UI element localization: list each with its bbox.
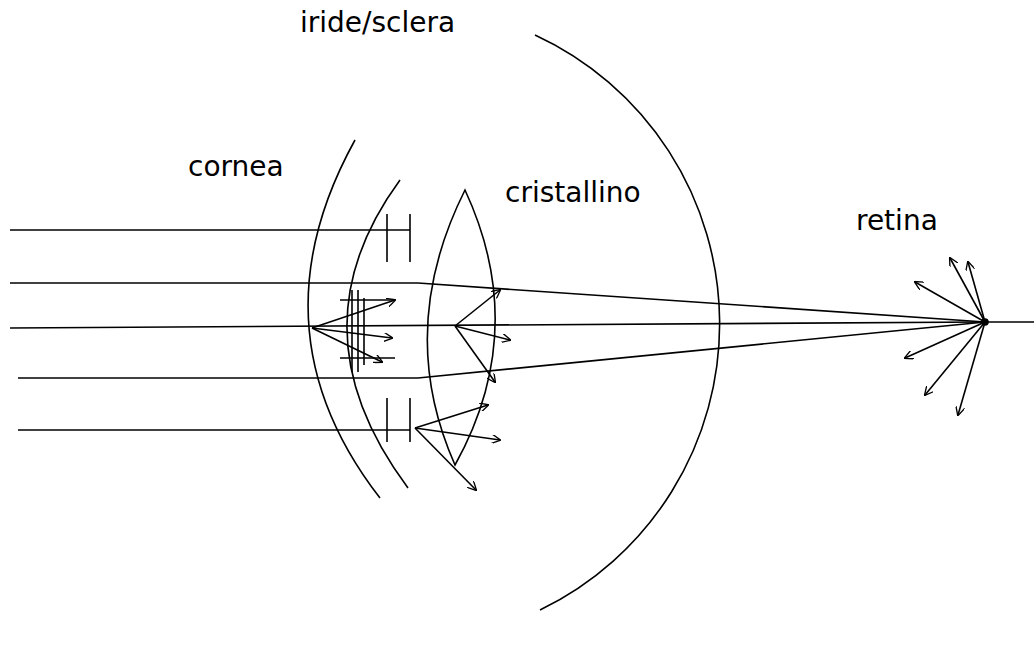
part-label: cornea bbox=[188, 150, 284, 184]
part-label: iride/sclera bbox=[300, 6, 455, 40]
iris-bars bbox=[340, 214, 410, 442]
part-label: retina bbox=[856, 204, 938, 238]
eyeball-outline bbox=[535, 35, 720, 610]
focal-point bbox=[982, 319, 988, 325]
part-label: cristallino bbox=[505, 176, 641, 210]
cornea-outer bbox=[308, 140, 380, 498]
reflection-arrows bbox=[312, 258, 985, 490]
light-rays bbox=[10, 230, 1034, 430]
